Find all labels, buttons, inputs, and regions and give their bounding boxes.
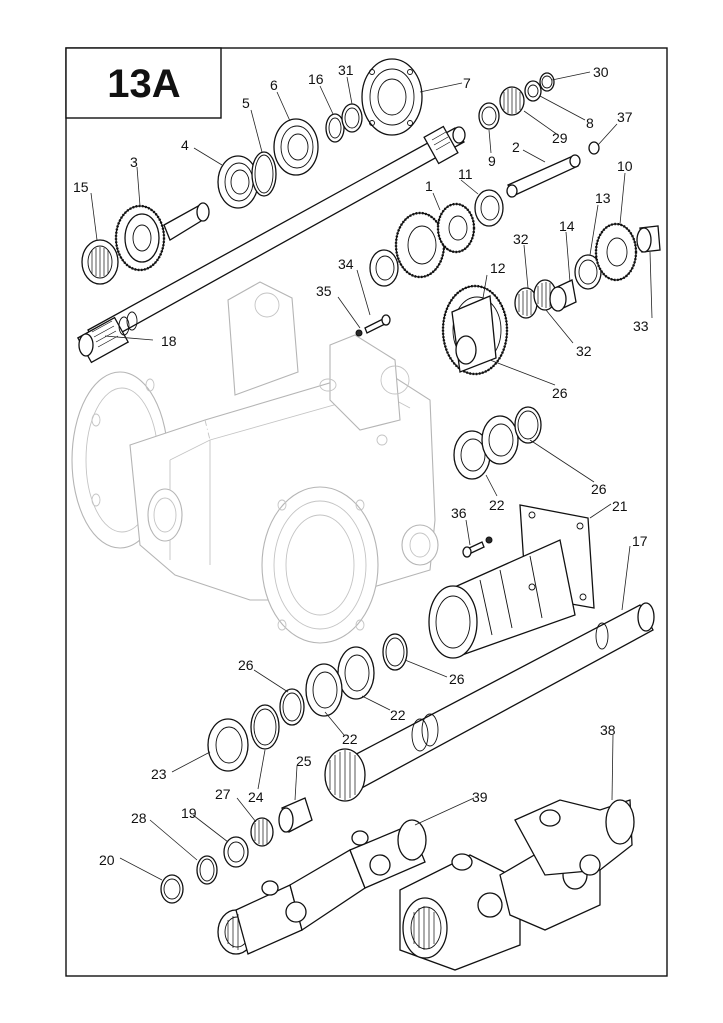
bearing-6 xyxy=(273,118,319,176)
double-joint-38 xyxy=(399,799,635,971)
ring-26c xyxy=(279,688,305,726)
output-shaft-17 xyxy=(324,602,655,802)
bearing-11 xyxy=(474,189,504,227)
callout-22-upper: 22 xyxy=(489,497,505,513)
title-box: 13A xyxy=(65,47,222,119)
callout-20: 20 xyxy=(99,852,115,868)
callout-27: 27 xyxy=(215,786,231,802)
snap-ring-5 xyxy=(251,151,277,197)
pin-shaft-2 xyxy=(506,154,581,198)
callout-22-low: 22 xyxy=(342,731,358,747)
callout-18: 18 xyxy=(161,333,177,349)
callout-39: 39 xyxy=(472,789,488,805)
callout-15: 15 xyxy=(73,179,89,195)
callout-24: 24 xyxy=(248,789,264,805)
ring-20 xyxy=(160,874,184,904)
ring-9 xyxy=(478,102,500,130)
snap-ring-26a xyxy=(514,406,542,444)
double-joint-39 xyxy=(217,819,427,955)
callout-26-mid-right: 26 xyxy=(449,671,465,687)
callout-30: 30 xyxy=(593,64,609,80)
cover-7 xyxy=(361,58,423,136)
bearing-34 xyxy=(369,249,399,287)
bearing-22a xyxy=(453,430,491,480)
callout-11: 11 xyxy=(458,166,473,182)
callout-37: 37 xyxy=(617,109,633,125)
callout-31: 31 xyxy=(338,62,354,78)
ring-31 xyxy=(341,103,363,133)
input-shaft-18 xyxy=(76,125,466,364)
callout-1: 1 xyxy=(425,178,433,194)
callout-23: 23 xyxy=(151,766,167,782)
ring-19 xyxy=(223,836,249,868)
callout-33: 33 xyxy=(633,318,649,334)
callout-34: 34 xyxy=(338,256,354,272)
ring-26b xyxy=(382,633,408,671)
callout-28: 28 xyxy=(131,810,147,826)
gear-12 xyxy=(441,284,509,376)
bearing-22d xyxy=(305,663,343,717)
ring-37 xyxy=(588,141,600,155)
callout-9: 9 xyxy=(488,153,496,169)
callout-19: 19 xyxy=(181,805,197,821)
callout-10: 10 xyxy=(617,158,633,174)
page-title: 13A xyxy=(107,62,180,106)
needle-bearing-29 xyxy=(499,86,525,116)
circlip-28 xyxy=(196,855,218,885)
bearing-15 xyxy=(81,239,119,285)
callout-6: 6 xyxy=(270,77,278,93)
needle-bearing-27 xyxy=(250,817,274,847)
leader-lines xyxy=(90,71,653,881)
callout-29: 29 xyxy=(552,130,568,146)
callout-3: 3 xyxy=(130,154,138,170)
callout-21: 21 xyxy=(612,498,628,514)
callout-2: 2 xyxy=(512,139,520,155)
sleeve-21 xyxy=(428,504,595,659)
cluster-gear-1 xyxy=(394,202,476,279)
callout-32-lower: 32 xyxy=(576,343,592,359)
bearing-22c xyxy=(337,646,375,700)
bolt-35 xyxy=(355,314,391,337)
axle-housing xyxy=(71,281,439,644)
callout-8: 8 xyxy=(586,115,594,131)
callout-38: 38 xyxy=(600,722,616,738)
callout-labels: 30 31 16 7 6 5 8 37 29 4 2 9 10 3 11 15 … xyxy=(73,62,649,868)
sleeve-14 xyxy=(549,279,577,312)
bearing-4 xyxy=(217,155,259,209)
callout-5: 5 xyxy=(242,95,250,111)
gear-3 xyxy=(114,202,210,272)
bearing-22b xyxy=(481,415,519,465)
diagram-frame xyxy=(65,47,668,977)
callout-4: 4 xyxy=(181,137,189,153)
callout-35: 35 xyxy=(316,283,332,299)
callout-7: 7 xyxy=(463,75,471,91)
bolt-36 xyxy=(462,536,493,558)
callout-13: 13 xyxy=(595,190,611,206)
callout-17: 17 xyxy=(632,533,648,549)
callout-26-mid-left: 26 xyxy=(238,657,254,673)
circlip-24 xyxy=(250,704,280,750)
bushing-25 xyxy=(278,797,313,833)
washer-8 xyxy=(524,80,542,102)
callout-14: 14 xyxy=(559,218,575,234)
callout-32: 32 xyxy=(513,231,529,247)
callout-26-upper: 26 xyxy=(552,385,568,401)
seal-23 xyxy=(207,718,249,772)
callout-26-right: 26 xyxy=(591,481,607,497)
callout-22-mid: 22 xyxy=(390,707,406,723)
callout-36: 36 xyxy=(451,505,467,521)
callout-12: 12 xyxy=(490,260,506,276)
ring-30 xyxy=(539,72,555,92)
bushing-33 xyxy=(636,225,661,253)
ring-13 xyxy=(574,254,602,290)
ring-16 xyxy=(325,113,345,143)
callout-16: 16 xyxy=(308,71,324,87)
callout-25: 25 xyxy=(296,753,312,769)
gear-10 xyxy=(594,222,638,282)
